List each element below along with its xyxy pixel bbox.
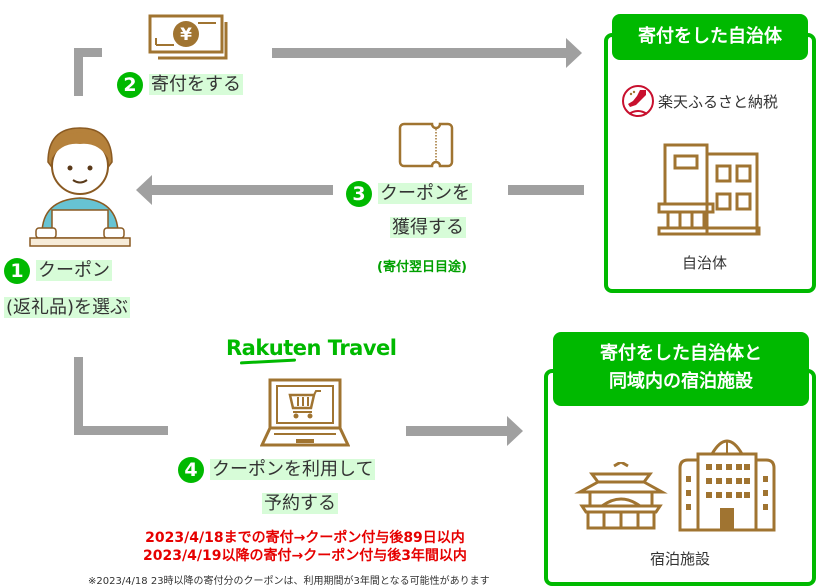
arrow-left <box>151 185 333 195</box>
flow-connector <box>74 48 83 96</box>
arrow-right <box>272 48 568 58</box>
flow-connector <box>74 48 102 57</box>
arrow-right-head <box>566 38 582 68</box>
step-number-badge: 2 <box>117 72 143 98</box>
lodging-caption: 宿泊施設 <box>650 550 711 568</box>
validity-note-2: 2023/4/19以降の寄付→クーポン付与後3年間以内 <box>143 548 467 564</box>
svg-text:¥: ¥ <box>180 25 192 45</box>
flow-connector <box>74 426 168 435</box>
rakuten-furusato-label: 楽天ふるさと納税 <box>658 93 779 111</box>
municipality-box <box>604 33 816 293</box>
rakuten-furusato-logo-icon <box>620 84 656 124</box>
hotel-building-icon <box>678 438 776 536</box>
flow-connector <box>508 185 584 195</box>
laptop-shopping-cart-icon <box>259 377 351 453</box>
municipality-box-header: 寄付をした自治体 <box>612 14 808 60</box>
step-number-badge: 1 <box>4 258 30 284</box>
municipality-caption: 自治体 <box>682 254 728 272</box>
ticket-icon <box>398 122 456 172</box>
town-hall-icon <box>656 142 762 242</box>
lodging-box-header: 寄付をした自治体と 同域内の宿泊施設 <box>553 332 809 406</box>
arrow-left-head <box>136 175 152 205</box>
step-number-badge: 3 <box>346 181 372 207</box>
step-3-note: (寄付翌日目途) <box>377 260 467 275</box>
validity-note-1: 2023/4/18までの寄付→クーポン付与後89日以内 <box>145 530 465 546</box>
validity-footnote: ※2023/4/18 23時以降の寄付分のクーポンは、利用期間が3年間となる可能… <box>88 576 490 587</box>
flow-connector <box>74 357 83 435</box>
step-number-badge: 4 <box>178 457 204 483</box>
arrow-right-head <box>507 416 523 446</box>
person-at-laptop-icon <box>28 124 132 252</box>
yen-banknote-icon: ¥ <box>148 14 230 64</box>
step-3-label-line2: 獲得する <box>390 217 466 238</box>
step-4-label-line2: 予約する <box>262 493 338 514</box>
rakuten-travel-logo: Rakuten Travel <box>226 336 397 360</box>
step-1-label-line2: (返礼品)を選ぶ <box>4 297 131 318</box>
japanese-inn-icon <box>574 460 668 534</box>
arrow-right <box>406 426 508 436</box>
